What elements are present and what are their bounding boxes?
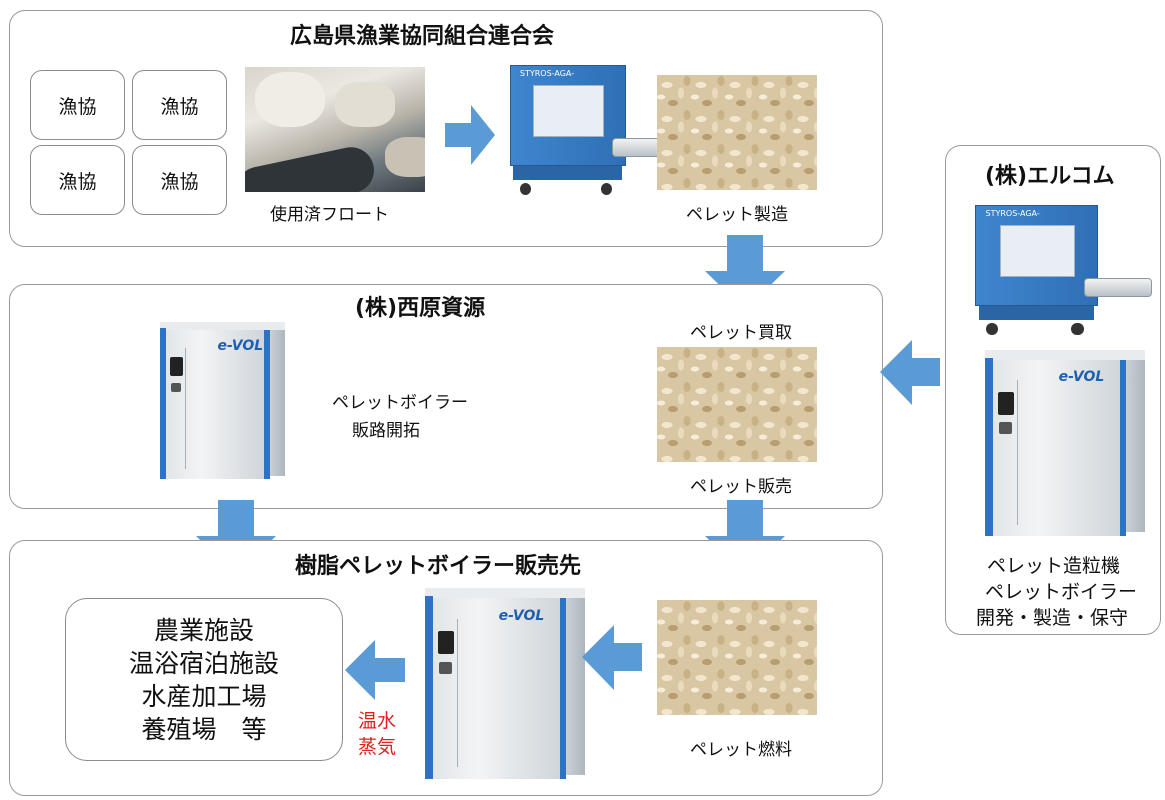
caption-boiler-sales-1: ペレットボイラー — [332, 393, 468, 413]
caption-pellet-purchase: ペレット買取 — [690, 323, 792, 343]
caption-pellet-manufacture: ペレット製造 — [686, 205, 788, 225]
boiler-bottom: e-VOL — [425, 588, 585, 783]
caption-pellet-sales: ペレット販売 — [690, 477, 792, 497]
caption-hot-water: 温水 — [358, 710, 397, 732]
destination-3: 水産加工場 — [141, 681, 267, 711]
caption-pellet-fuel: ペレット燃料 — [690, 740, 792, 760]
boiler-logo: e-VOL — [217, 338, 264, 354]
destination-2: 温浴宿泊施設 — [128, 648, 279, 678]
arrow-left-fuel — [582, 625, 642, 690]
arrow-down-boiler-sales — [196, 500, 276, 575]
pellet-photo-sales — [657, 347, 817, 462]
panel-title-nishihara: (株)西原資源 — [355, 296, 486, 321]
destination-1: 農業施設 — [153, 615, 254, 645]
pelletizer-machine-top: STYROS-AGA- — [510, 65, 677, 205]
arrow-left-elcom — [880, 340, 940, 405]
panel-title-elcom: (株)エルコム — [985, 164, 1115, 189]
panel-title-fishery-federation: 広島県漁業協同組合連合会 — [290, 24, 555, 49]
pellet-photo-manufacture — [657, 75, 817, 190]
arrow-left-heat — [345, 640, 405, 700]
caption-right-2: ペレットボイラー — [985, 581, 1138, 603]
caption-right-3: 開発・製造・保守 — [976, 607, 1129, 629]
caption-right-1: ペレット造粒機 — [987, 555, 1121, 577]
pellet-photo-fuel — [657, 600, 817, 715]
caption-boiler-sales-2: 販路開拓 — [352, 421, 420, 441]
pelletizer-label: STYROS-AGA- — [519, 69, 575, 79]
destination-4: 養殖場 等 — [141, 714, 267, 744]
caption-used-float: 使用済フロート — [270, 205, 389, 225]
coop-box-3: 漁協 — [30, 145, 125, 215]
destinations-box: 農業施設 温浴宿泊施設 水産加工場 養殖場 等 — [65, 598, 343, 761]
coop-box-2: 漁協 — [132, 70, 227, 140]
coop-box-4: 漁協 — [132, 145, 227, 215]
pelletizer-label: STYROS-AGA- — [985, 209, 1040, 219]
used-float-photo — [245, 67, 425, 192]
caption-steam: 蒸気 — [358, 736, 397, 758]
pelletizer-machine-right: STYROS-AGA- — [975, 205, 1152, 345]
arrow-down-purchase — [705, 235, 785, 310]
arrow-down-pellet-fuel — [705, 500, 785, 575]
arrow-right-1 — [445, 105, 495, 165]
boiler-middle: e-VOL — [160, 322, 285, 482]
coop-box-1: 漁協 — [30, 70, 125, 140]
boiler-logo: e-VOL — [1058, 369, 1105, 385]
boiler-logo: e-VOL — [498, 607, 545, 624]
boiler-right: e-VOL — [985, 350, 1145, 540]
panel-title-customers: 樹脂ペレットボイラー販売先 — [295, 554, 582, 579]
